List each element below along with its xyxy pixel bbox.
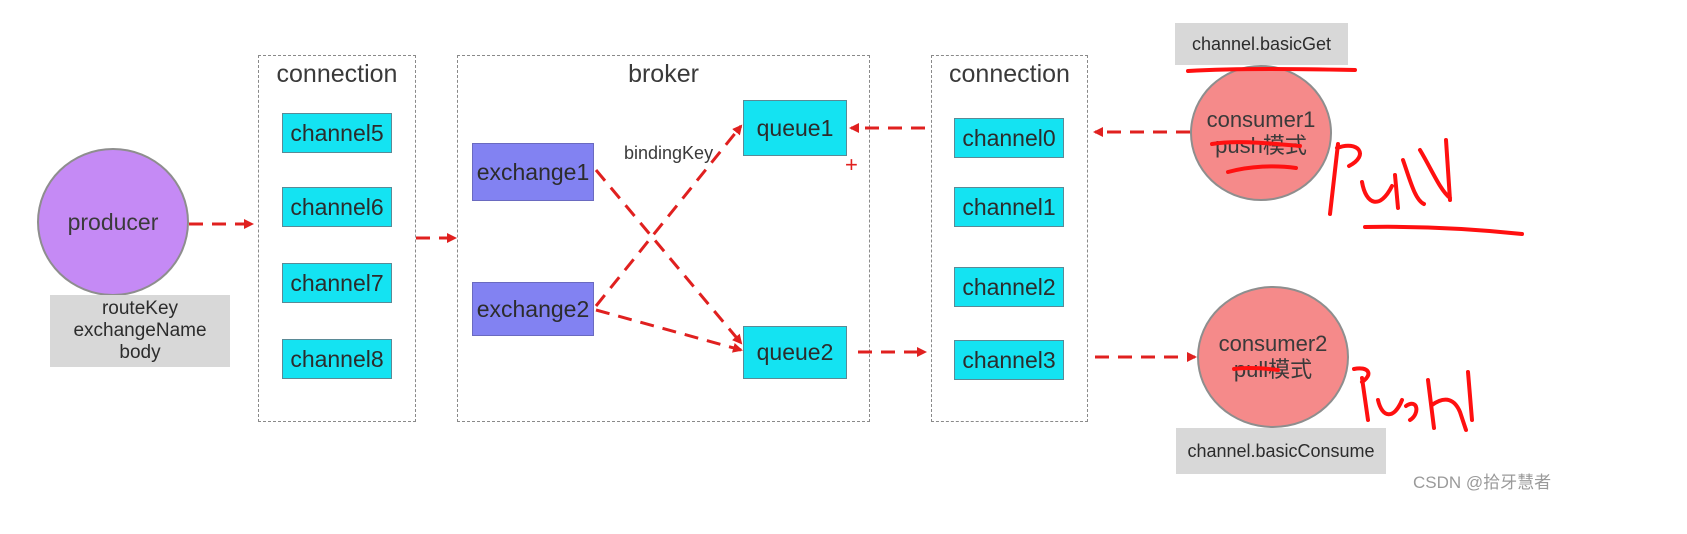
strike-pull <box>1232 365 1280 372</box>
channel6-box: channel6 <box>282 187 392 227</box>
left-connection-title: connection <box>276 60 398 88</box>
right-connection-group: connection <box>931 55 1088 422</box>
arrow-exchange2-to-queue1 <box>594 124 743 307</box>
consumer2-label: consumer2 <box>1218 331 1328 356</box>
strike-push <box>1210 140 1302 148</box>
plus-mark: + <box>845 152 858 177</box>
producer-info-box: routeKey exchangeName body <box>50 295 230 367</box>
queue1-box: queue1 <box>743 100 847 156</box>
basic-consume-label: channel.basicConsume <box>1187 440 1375 461</box>
right-connection-title: connection <box>949 60 1070 88</box>
scribble-under-push <box>1226 164 1298 174</box>
producer-node: producer <box>37 148 189 296</box>
channel0-box: channel0 <box>954 118 1064 158</box>
underline-basicget <box>1186 67 1357 73</box>
info-route-key: routeKey <box>101 298 179 319</box>
arrow-exchange1-to-queue2 <box>594 169 743 345</box>
arrow-exchange2-to-queue2 <box>595 308 743 353</box>
producer-label: producer <box>67 208 159 235</box>
csdn-watermark: CSDN @拾牙慧者 <box>1413 473 1552 492</box>
info-body: body <box>119 342 161 363</box>
handwriting-strokes <box>1186 67 1524 432</box>
channel5-box: channel5 <box>282 113 392 153</box>
channel1-box: channel1 <box>954 187 1064 227</box>
channel2-box: channel2 <box>954 267 1064 307</box>
exchange2-box: exchange2 <box>472 282 594 336</box>
underline-pull <box>1363 224 1524 236</box>
basic-consume-label-box: channel.basicConsume <box>1176 428 1386 474</box>
channel3-box: channel3 <box>954 340 1064 380</box>
info-exchange-name: exchangeName <box>73 320 207 341</box>
queue2-box: queue2 <box>743 326 847 379</box>
handwritten-pull <box>1328 138 1452 216</box>
channel8-box: channel8 <box>282 339 392 379</box>
channel7-box: channel7 <box>282 263 392 303</box>
basic-get-label-box: channel.basicGet <box>1175 23 1348 65</box>
exchange1-box: exchange1 <box>472 143 594 201</box>
binding-key-label: bindingKey <box>624 143 714 163</box>
left-connection-group: connection <box>258 55 416 422</box>
handwritten-push <box>1352 366 1474 432</box>
broker-title: broker <box>628 60 699 88</box>
broker-group: broker <box>457 55 870 422</box>
consumer1-label: consumer1 <box>1206 107 1316 132</box>
basic-get-label: channel.basicGet <box>1191 33 1332 54</box>
